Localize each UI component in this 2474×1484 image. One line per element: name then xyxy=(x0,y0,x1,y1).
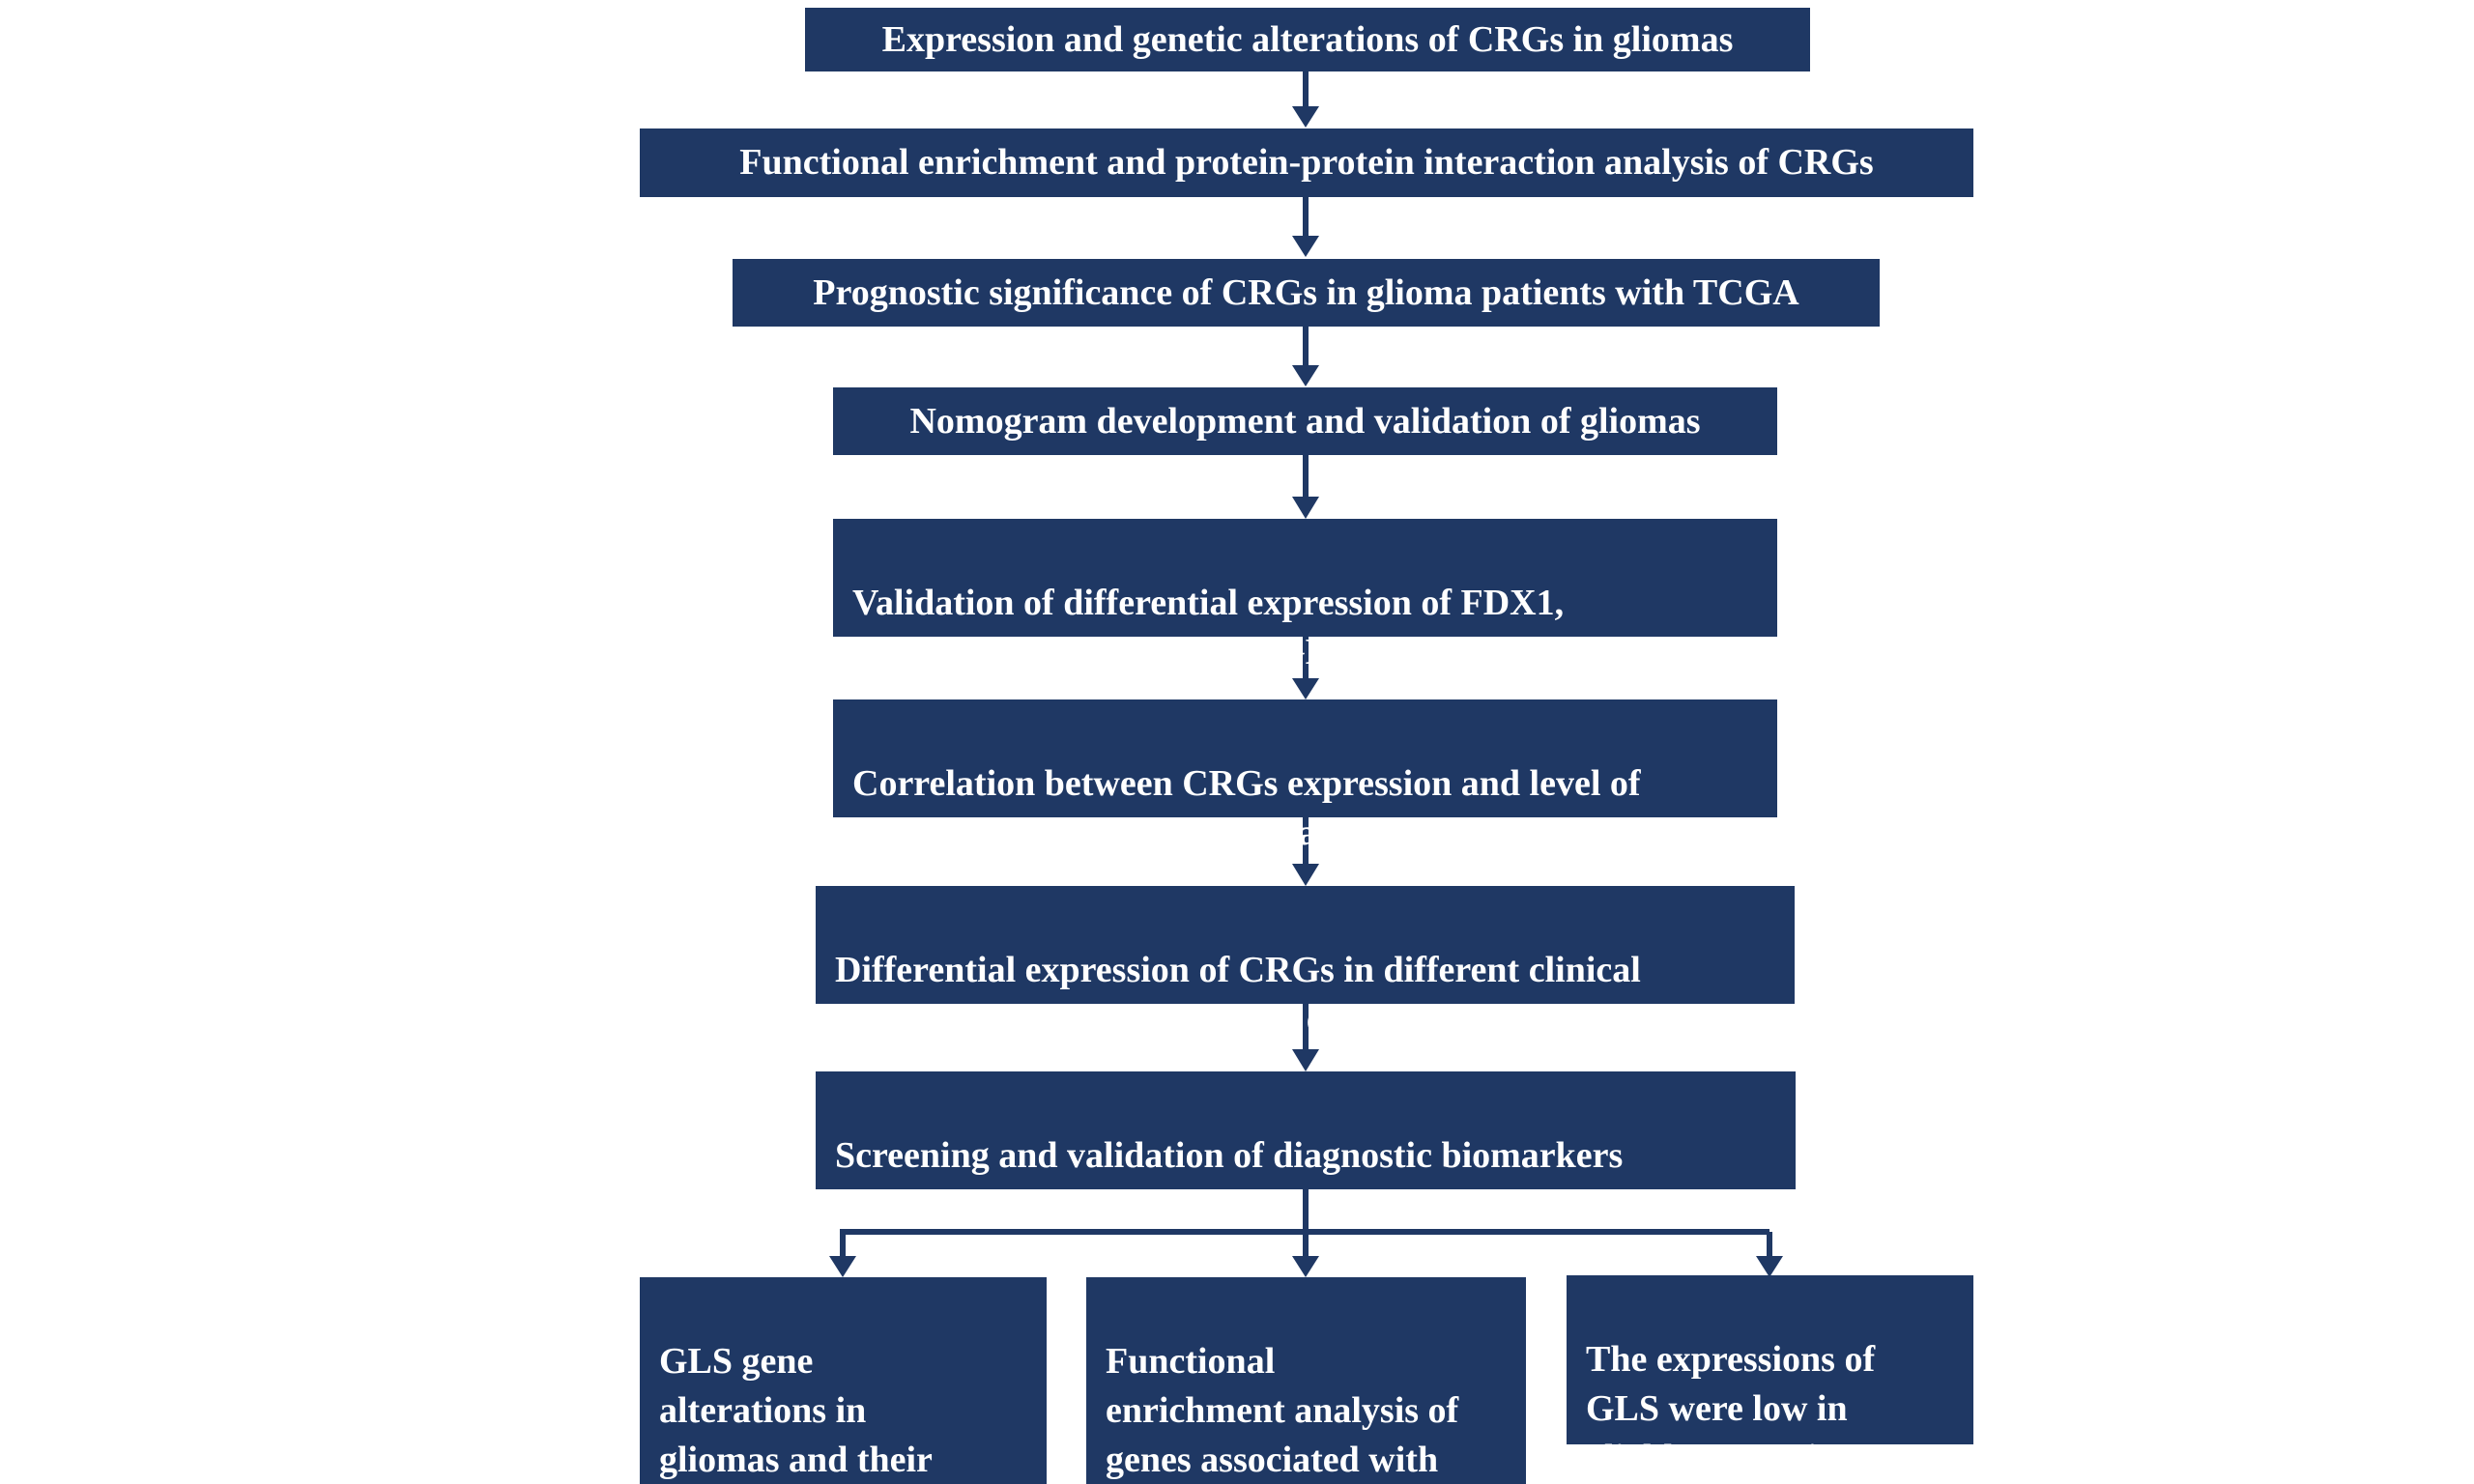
step-label-5: Validation of differential expression of… xyxy=(852,583,1565,672)
branch-box-1: GLS gene alterations in gliomas and thei… xyxy=(640,1277,1047,1484)
arrowhead-5-to-6 xyxy=(1292,678,1319,699)
step-box-6: Correlation between CRGs expression and … xyxy=(833,699,1777,853)
step-label-2: Functional enrichment and protein-protei… xyxy=(739,142,1874,183)
step-box-1: Expression and genetic alterations of CR… xyxy=(805,8,1810,71)
step-box-8: Screening and validation of diagnostic b… xyxy=(816,1071,1796,1225)
step-box-3: Prognostic significance of CRGs in gliom… xyxy=(733,259,1880,327)
arrowhead-4-to-5 xyxy=(1292,497,1319,519)
step-label-1: Expression and genetic alterations of CR… xyxy=(881,18,1734,60)
step-label-4: Nomogram development and validation of g… xyxy=(909,400,1701,442)
step-label-3: Prognostic significance of CRGs in gliom… xyxy=(813,271,1799,313)
branch-label-2: Functional enrichment analysis of genes … xyxy=(1106,1341,1459,1480)
branch-label-1: GLS gene alterations in gliomas and thei… xyxy=(659,1341,933,1480)
arrowhead-7-to-8 xyxy=(1292,1049,1319,1071)
step-box-2: Functional enrichment and protein-protei… xyxy=(640,128,1973,197)
branch-arrowhead-right xyxy=(1756,1256,1783,1277)
branch-box-2: Functional enrichment analysis of genes … xyxy=(1086,1277,1526,1484)
branch-label-3: The expressions of GLS were low in gliob… xyxy=(1586,1339,1897,1478)
step-label-7: Differential expression of CRGs in diffe… xyxy=(835,950,1641,1040)
arrowhead-3-to-4 xyxy=(1292,365,1319,386)
step-box-7: Differential expression of CRGs in diffe… xyxy=(816,886,1795,1040)
arrowhead-1-to-2 xyxy=(1292,106,1319,128)
step-label-6: Correlation between CRGs expression and … xyxy=(852,763,1641,853)
branch-arrowhead-left xyxy=(829,1256,856,1277)
arrowhead-2-to-3 xyxy=(1292,236,1319,257)
step-label-8: Screening and validation of diagnostic b… xyxy=(835,1135,1624,1225)
step-box-5: Validation of differential expression of… xyxy=(833,519,1777,672)
arrowhead-6-to-7 xyxy=(1292,864,1319,886)
branch-box-3: The expressions of GLS were low in gliob… xyxy=(1567,1275,1973,1478)
branch-arrowhead-middle xyxy=(1292,1256,1319,1277)
step-box-4: Nomogram development and validation of g… xyxy=(833,387,1777,455)
